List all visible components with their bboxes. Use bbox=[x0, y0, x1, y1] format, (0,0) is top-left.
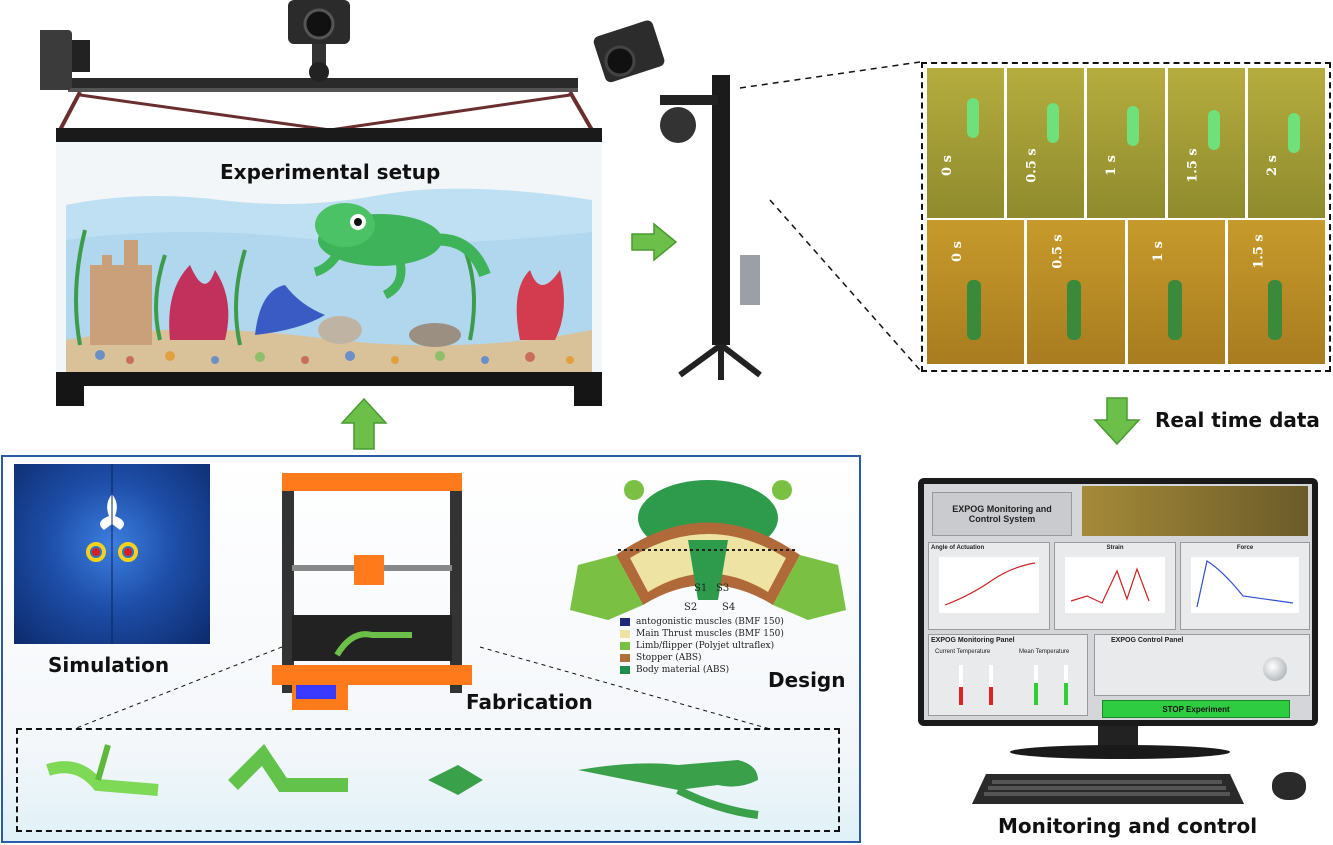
legend-item: Stopper (ABS) bbox=[620, 652, 784, 664]
frog bbox=[313, 203, 491, 300]
design-label: Design bbox=[768, 668, 846, 692]
legend-item: Limb/flipper (Polyjet ultraflex) bbox=[620, 640, 784, 652]
label-s3: S3 bbox=[716, 583, 730, 594]
monitoring-and-control-label: Monitoring and control bbox=[998, 814, 1258, 838]
experimental-setup-tank bbox=[32, 0, 620, 410]
frame-bottom-2: 1 s bbox=[1127, 220, 1225, 364]
legend-item: Main Thrust muscles (BMF 150) bbox=[620, 628, 784, 640]
castle bbox=[90, 240, 152, 345]
simulation-image bbox=[14, 464, 210, 644]
live-video-feed bbox=[1082, 486, 1308, 536]
stop-experiment-button[interactable]: STOP Experiment bbox=[1102, 700, 1290, 718]
frame-bottom-1: 0.5 s bbox=[1027, 220, 1125, 364]
arrow-right-icon bbox=[630, 222, 678, 267]
simulation-label: Simulation bbox=[48, 653, 170, 677]
arrow-down-icon bbox=[1093, 396, 1141, 451]
zoom-lines bbox=[73, 646, 771, 730]
monitor: EXPOG Monitoring and Control System Angl… bbox=[918, 478, 1318, 726]
tank-illustration bbox=[32, 0, 602, 406]
frame-top-2: 1 s bbox=[1087, 68, 1165, 218]
design-diagram: S1 S3 S2 S4 bbox=[568, 470, 848, 640]
frame-row-bottom: 0 s 0.5 s 1 s 1.5 s bbox=[927, 220, 1325, 364]
label-s4: S4 bbox=[722, 602, 736, 613]
mouse bbox=[1272, 772, 1306, 800]
frame-top-4: 2 s bbox=[1247, 68, 1326, 218]
frame-top-0: 0 s bbox=[927, 68, 1005, 218]
legend-item: antogonistic muscles (BMF 150) bbox=[620, 616, 784, 628]
frame-sequence: 0 s 0.5 s 1 s 1.5 s 2 s 0 s 0.5 s bbox=[921, 62, 1331, 372]
camera-stand bbox=[590, 15, 790, 385]
chart-strain: Strain bbox=[1054, 542, 1176, 630]
control-knob[interactable] bbox=[1263, 657, 1287, 681]
monitor-base bbox=[1010, 745, 1230, 759]
printed-parts bbox=[16, 728, 840, 832]
frame-top-1: 0.5 s bbox=[1007, 68, 1085, 218]
system-title-box: EXPOG Monitoring and Control System bbox=[932, 492, 1072, 536]
coral bbox=[169, 265, 229, 340]
frame-row-top: 0 s 0.5 s 1 s 1.5 s 2 s bbox=[927, 68, 1326, 218]
label-s2: S2 bbox=[684, 602, 698, 613]
arrow-up-icon bbox=[340, 397, 388, 456]
chart-angle: Angle of Actuation bbox=[928, 542, 1050, 630]
3d-printer bbox=[262, 465, 482, 720]
frame-bottom-0: 0 s bbox=[927, 220, 1025, 364]
frame-top-3: 1.5 s bbox=[1167, 68, 1245, 218]
experimental-setup-label: Experimental setup bbox=[220, 160, 441, 184]
control-panel: EXPOG Control Panel bbox=[1094, 634, 1310, 696]
connector-lines bbox=[739, 61, 921, 371]
legend-item: Body material (ABS) bbox=[620, 664, 784, 676]
motor-box bbox=[32, 30, 72, 90]
monitor-screen: EXPOG Monitoring and Control System Angl… bbox=[924, 484, 1312, 720]
real-time-data-label: Real time data bbox=[1155, 408, 1320, 432]
chart-force: Force bbox=[1180, 542, 1310, 630]
frame-bottom-3: 1.5 s bbox=[1227, 220, 1325, 364]
design-legend: antogonistic muscles (BMF 150) Main Thru… bbox=[620, 616, 784, 676]
monitoring-panel: EXPOG Monitoring Panel Current Temperatu… bbox=[928, 634, 1088, 716]
keyboard bbox=[972, 772, 1244, 806]
label-s1: S1 bbox=[694, 583, 708, 594]
fabrication-label: Fabrication bbox=[466, 690, 593, 714]
